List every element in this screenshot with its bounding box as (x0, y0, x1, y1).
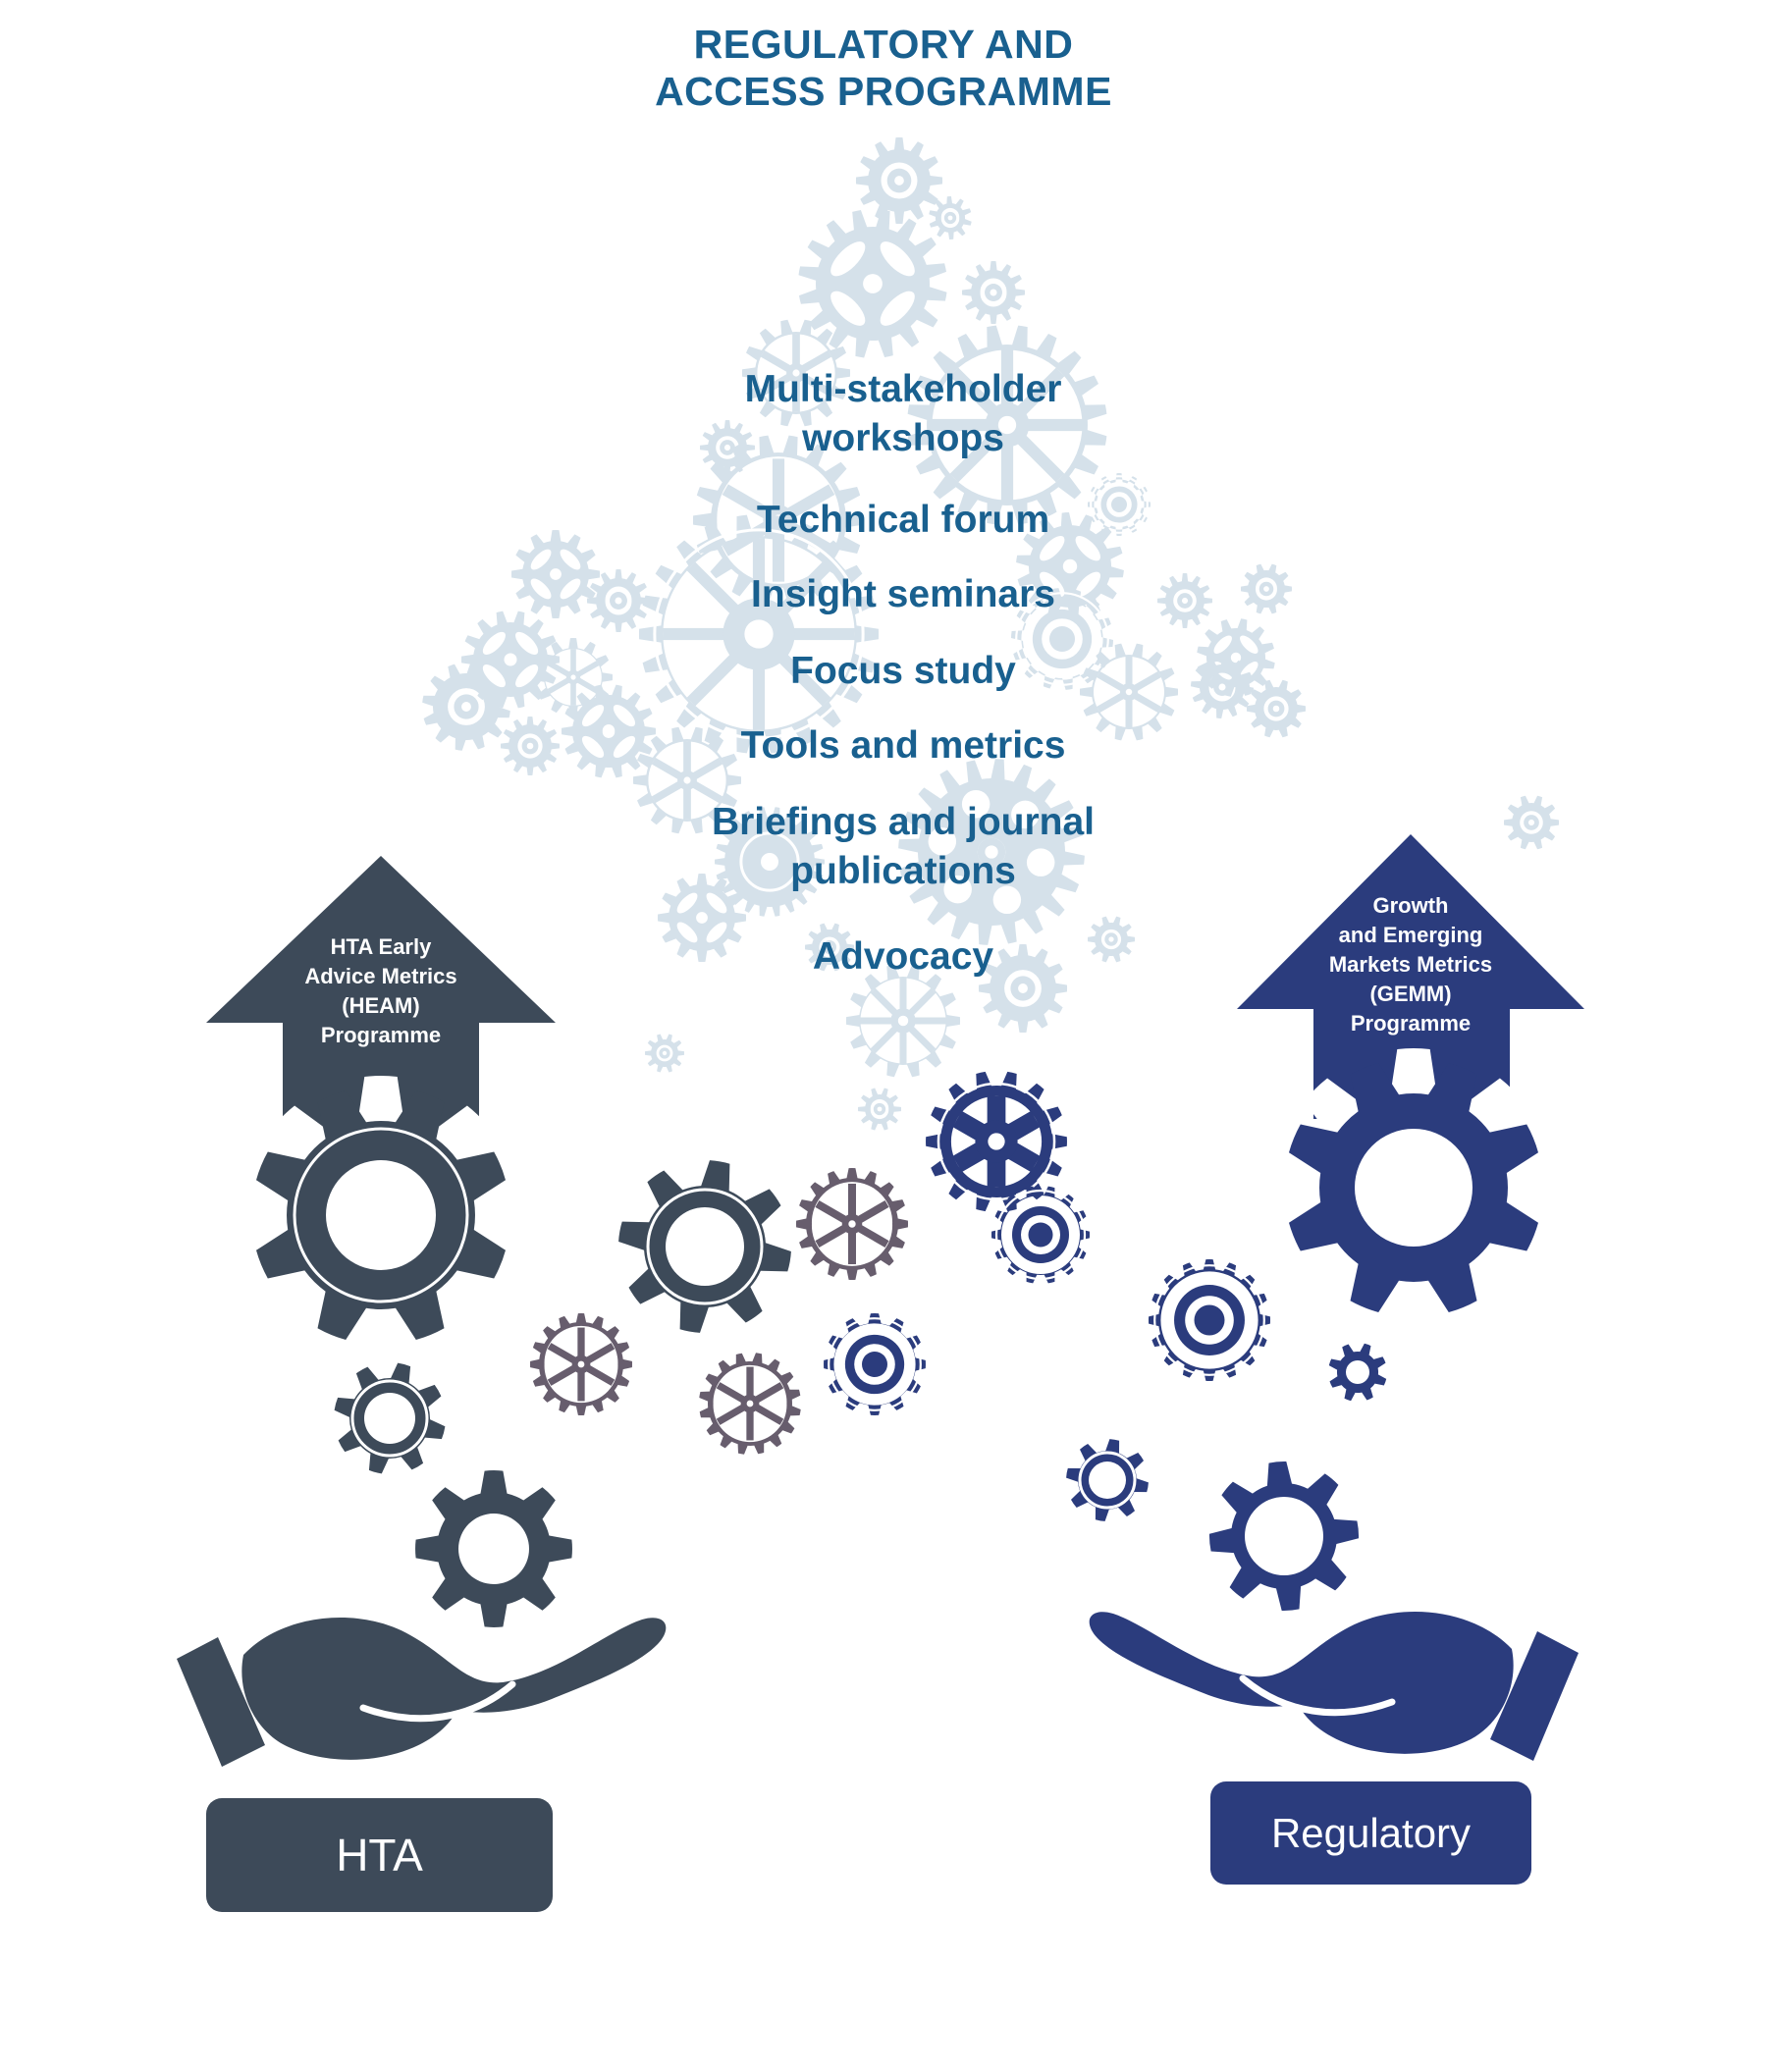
gear-icon (587, 569, 650, 632)
gear-icon (855, 136, 943, 225)
page-title-line-2: ACCESS PROGRAMME (655, 69, 1112, 114)
gear-icon (804, 923, 855, 972)
gemm-label-line: Markets Metrics (1328, 952, 1493, 977)
gear-cutout (1274, 1048, 1553, 1327)
gear-icon (699, 1353, 801, 1455)
gear-icon (657, 873, 747, 963)
heam-label-line: Programme (320, 1023, 442, 1047)
gear-icon (1087, 916, 1136, 963)
gemm-label-line: (GEMM) (1369, 982, 1452, 1006)
gear-icon (1246, 679, 1307, 738)
gear-icon (638, 514, 880, 754)
gear-icon (926, 1071, 1067, 1212)
gear-icon (1289, 1063, 1538, 1312)
programme-item-insight-seminars: Insight seminars (751, 573, 1055, 615)
gear-icon (1066, 1439, 1149, 1521)
programme-item-workshops-line-2: workshops (802, 417, 1004, 459)
gear-icon (1011, 588, 1113, 690)
gear-icon (1208, 1461, 1360, 1612)
up-arrow-icon (206, 856, 556, 1134)
programme-item-workshops-line-1: Multi-stakeholder (744, 368, 1062, 410)
gear-icon (962, 261, 1025, 324)
hta-label: HTA (206, 1798, 553, 1912)
gear-icon (715, 807, 825, 917)
gear-icon (1079, 643, 1179, 741)
gear-icon (1191, 656, 1254, 718)
up-arrow-icon (1237, 834, 1584, 1119)
heam-label-line: HTA Early (330, 934, 432, 959)
gear-icon (415, 1470, 572, 1627)
gear-icon (798, 209, 947, 358)
programme-item-briefings-line-1: Briefings and journal (711, 801, 1096, 843)
gemm-arrow-label: Growth and Emerging Markets Metrics (GEM… (1293, 891, 1528, 1038)
gear-icon (618, 1160, 791, 1333)
gear-icon (256, 1090, 506, 1340)
gear-icon (1240, 563, 1293, 614)
page-title-line-1: REGULATORY AND (693, 22, 1074, 67)
programme-item-briefings-line-2: publications (790, 850, 1016, 892)
heam-label-line: (HEAM) (342, 993, 420, 1018)
heam-arrow-label: HTA Early Advice Metrics (HEAM) Programm… (263, 932, 499, 1050)
gear-icon (1088, 473, 1151, 536)
gear-icon (907, 325, 1107, 525)
programme-item-tools-metrics: Tools and metrics (740, 724, 1066, 767)
gear-icon (632, 726, 742, 834)
gear-icon (1328, 1343, 1387, 1402)
gear-icon (561, 684, 657, 778)
gear-icon (510, 529, 601, 619)
gear-icon (857, 1088, 902, 1131)
gear-icon (795, 1167, 909, 1281)
gear-icon (1157, 573, 1212, 628)
gear-icon (1148, 1258, 1271, 1382)
regulatory-label: Regulatory (1210, 1781, 1531, 1885)
programme-item-technical-forum: Technical forum (756, 499, 1050, 541)
heam-label-line: Advice Metrics (304, 964, 457, 988)
gear-icon (898, 759, 1085, 945)
gemm-label-line: and Emerging (1338, 923, 1483, 947)
gear-icon (645, 1034, 684, 1073)
hand-icon (177, 1617, 667, 1767)
gear-icon (334, 1362, 446, 1474)
gear-icon (929, 195, 972, 240)
gear-icon (978, 943, 1068, 1034)
gear-icon (845, 964, 961, 1078)
gear-icon (1503, 795, 1560, 850)
gear-icon (741, 319, 851, 427)
gear-icon (824, 1313, 926, 1415)
gemm-label-line: Programme (1350, 1011, 1472, 1036)
gear-icon (533, 637, 614, 717)
gear-icon (501, 717, 560, 775)
gear-icon (460, 611, 561, 709)
gear-icon (991, 1186, 1091, 1284)
programme-item-focus-study: Focus study (790, 650, 1016, 692)
gear-cutout (241, 1076, 520, 1355)
programme-item-advocacy: Advocacy (812, 935, 994, 978)
hand-icon (1089, 1611, 1579, 1761)
gemm-label-line: Growth (1372, 893, 1449, 918)
gear-icon (530, 1313, 632, 1415)
